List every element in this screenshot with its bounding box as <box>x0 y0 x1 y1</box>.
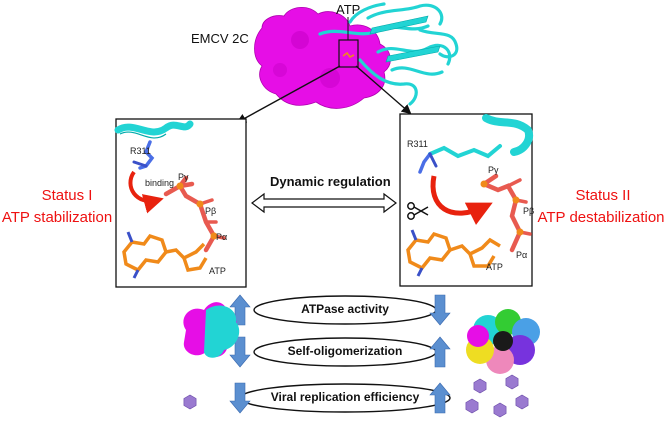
left-status-subtitle: ATP stabilization <box>0 208 114 228</box>
protein-surface <box>255 7 391 108</box>
left-palpha-label: Pα <box>216 232 227 242</box>
effect-label-atpase: ATPase activity <box>254 302 436 316</box>
dynamic-regulation-arrow <box>252 194 396 212</box>
right-pgamma-label: Pγ <box>488 165 499 175</box>
right-residue-label: R311 <box>407 139 428 149</box>
virus-particle-5 <box>516 395 528 409</box>
right-pbeta-label: Pβ <box>523 206 534 216</box>
left-residue-label: R311 <box>130 146 151 156</box>
virus-particle-1 <box>474 379 486 393</box>
left-status-title: Status I <box>20 186 114 206</box>
effect-label-oligomerization: Self-oligomerization <box>254 344 436 358</box>
left-pbeta-label: Pβ <box>205 206 216 216</box>
virus-particle-2 <box>506 375 518 389</box>
virus-particle-3 <box>466 399 478 413</box>
virus-particle-0 <box>184 395 196 409</box>
virus-particle-4 <box>494 403 506 417</box>
left-pgamma-label: Pγ <box>178 172 189 182</box>
right-atp-label: ATP <box>486 262 503 272</box>
right-status-subtitle: ATP destabilization <box>536 208 666 228</box>
effect-label-replication: Viral replication efficiency <box>240 390 450 404</box>
left-structure-panel <box>116 119 246 287</box>
monomer-protein <box>183 302 239 358</box>
left-atp-label: ATP <box>209 266 226 276</box>
protein-structure <box>238 4 457 122</box>
atp-top-label: ATP <box>336 2 360 17</box>
right-status-title: Status II <box>540 186 666 206</box>
oligomer-complex <box>466 309 540 374</box>
dynamic-regulation-label: Dynamic regulation <box>270 174 391 189</box>
right-palpha-label: Pα <box>516 250 527 260</box>
left-binding-label: binding <box>145 178 174 188</box>
protein-name-label: EMCV 2C <box>191 31 249 46</box>
